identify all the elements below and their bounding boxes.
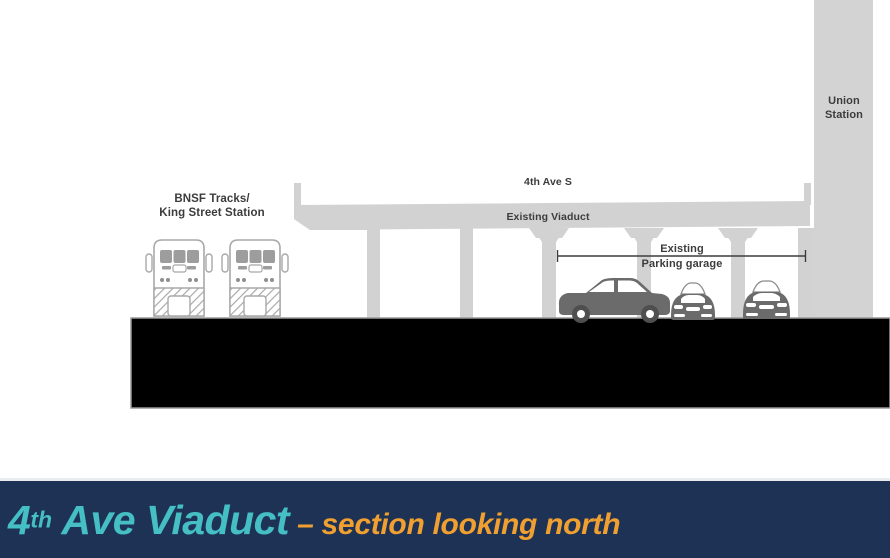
train-mirror-right — [205, 253, 213, 273]
train-window-1 — [236, 250, 248, 263]
car-suv-bumper-left — [746, 313, 758, 316]
label-existing-parking-garage: Existing Parking garage — [641, 243, 723, 270]
label-4th-ave-s: 4th Ave S — [524, 176, 572, 188]
label-existing-viaduct: Existing Viaduct — [506, 211, 590, 223]
viaduct-column-6 — [798, 228, 814, 320]
car-sedan-side — [558, 278, 670, 323]
train-panel-right — [187, 266, 196, 270]
train-window-3 — [263, 250, 275, 263]
train-light-1 — [236, 278, 240, 282]
train-light-1 — [160, 278, 164, 282]
train-light-3 — [188, 278, 192, 282]
car-front-middle — [671, 282, 715, 320]
cross-section-illustration: BNSF Tracks/ King Street Station 4th Ave… — [130, 0, 890, 409]
label-bnsf-tracks-king-street-station: BNSF Tracks/ King Street Station — [159, 193, 265, 220]
viaduct-column-1 — [367, 228, 380, 320]
train-headsign — [172, 264, 187, 273]
train-mirror-left — [145, 253, 153, 273]
train-panel-right — [263, 266, 272, 270]
car-sedan-wheel-front-hub — [577, 310, 585, 318]
car-front-headlight-left — [674, 305, 683, 309]
car-front-headlight-right — [703, 305, 712, 309]
viaduct-column-3 — [538, 228, 560, 320]
title-main-number: 4 — [8, 497, 31, 543]
train-light-3 — [264, 278, 268, 282]
train-right — [221, 239, 289, 317]
title-separator: – — [289, 508, 322, 541]
car-sedan-body — [558, 278, 670, 315]
union-station-building — [814, 0, 873, 318]
train-window-2 — [249, 250, 262, 263]
car-suv-windshield — [753, 293, 780, 301]
train-panel-left — [238, 266, 247, 270]
viaduct-deck — [294, 201, 810, 230]
viaduct-left-parapet — [294, 183, 301, 209]
car-front-roof — [680, 282, 706, 295]
car-suv-bumper-right — [775, 313, 787, 316]
title-main-rest: Ave Viaduct — [52, 497, 290, 543]
dimension-line-parking-garage — [556, 250, 807, 262]
car-sedan-wheel-rear-hub — [646, 310, 654, 318]
car-suv-grille — [759, 305, 774, 309]
label-union-station: Union Station — [825, 95, 863, 121]
viaduct-haunch-5 — [718, 228, 758, 238]
train-mirror-left — [221, 253, 229, 273]
car-front-bumper-left — [674, 314, 685, 317]
car-sedan-window-rear — [618, 280, 647, 292]
ground-outline — [130, 317, 890, 409]
title-ordinal-suffix: th — [30, 506, 53, 533]
train-window-1 — [160, 250, 172, 263]
train-window-3 — [187, 250, 199, 263]
viaduct-left-cantilever — [294, 205, 372, 230]
train-light-2 — [166, 278, 170, 282]
title-subtitle: section looking north — [321, 508, 621, 541]
train-headsign — [248, 264, 263, 273]
train-hatched-nose — [229, 287, 281, 317]
car-suv-roof — [752, 280, 781, 293]
train-light-2 — [242, 278, 246, 282]
car-front-grille — [686, 307, 700, 311]
car-suv-headlight-left — [746, 303, 756, 307]
train-panel-left — [162, 266, 171, 270]
slide-title-bar: 4th Ave Viaduct – section looking north — [0, 478, 890, 558]
viaduct-column-2 — [460, 228, 473, 320]
car-front-right — [743, 280, 790, 319]
train-light-4 — [194, 278, 198, 282]
viaduct-right-parapet — [804, 183, 811, 205]
viaduct-haunch-4 — [624, 228, 664, 238]
car-front-bumper-right — [701, 314, 712, 317]
ground-section-cut — [131, 318, 890, 408]
slide-title: 4th Ave Viaduct – section looking north — [8, 497, 621, 544]
viaduct-haunch-3 — [529, 228, 569, 238]
train-window-2 — [173, 250, 186, 263]
viaduct-column-5 — [727, 228, 749, 320]
train-mirror-right — [281, 253, 289, 273]
car-sedan-window-front — [589, 280, 614, 292]
car-suv-headlight-right — [777, 303, 787, 307]
car-front-windshield — [681, 295, 705, 303]
train-light-4 — [270, 278, 274, 282]
train-left — [145, 239, 213, 317]
train-hatched-nose — [153, 287, 205, 317]
